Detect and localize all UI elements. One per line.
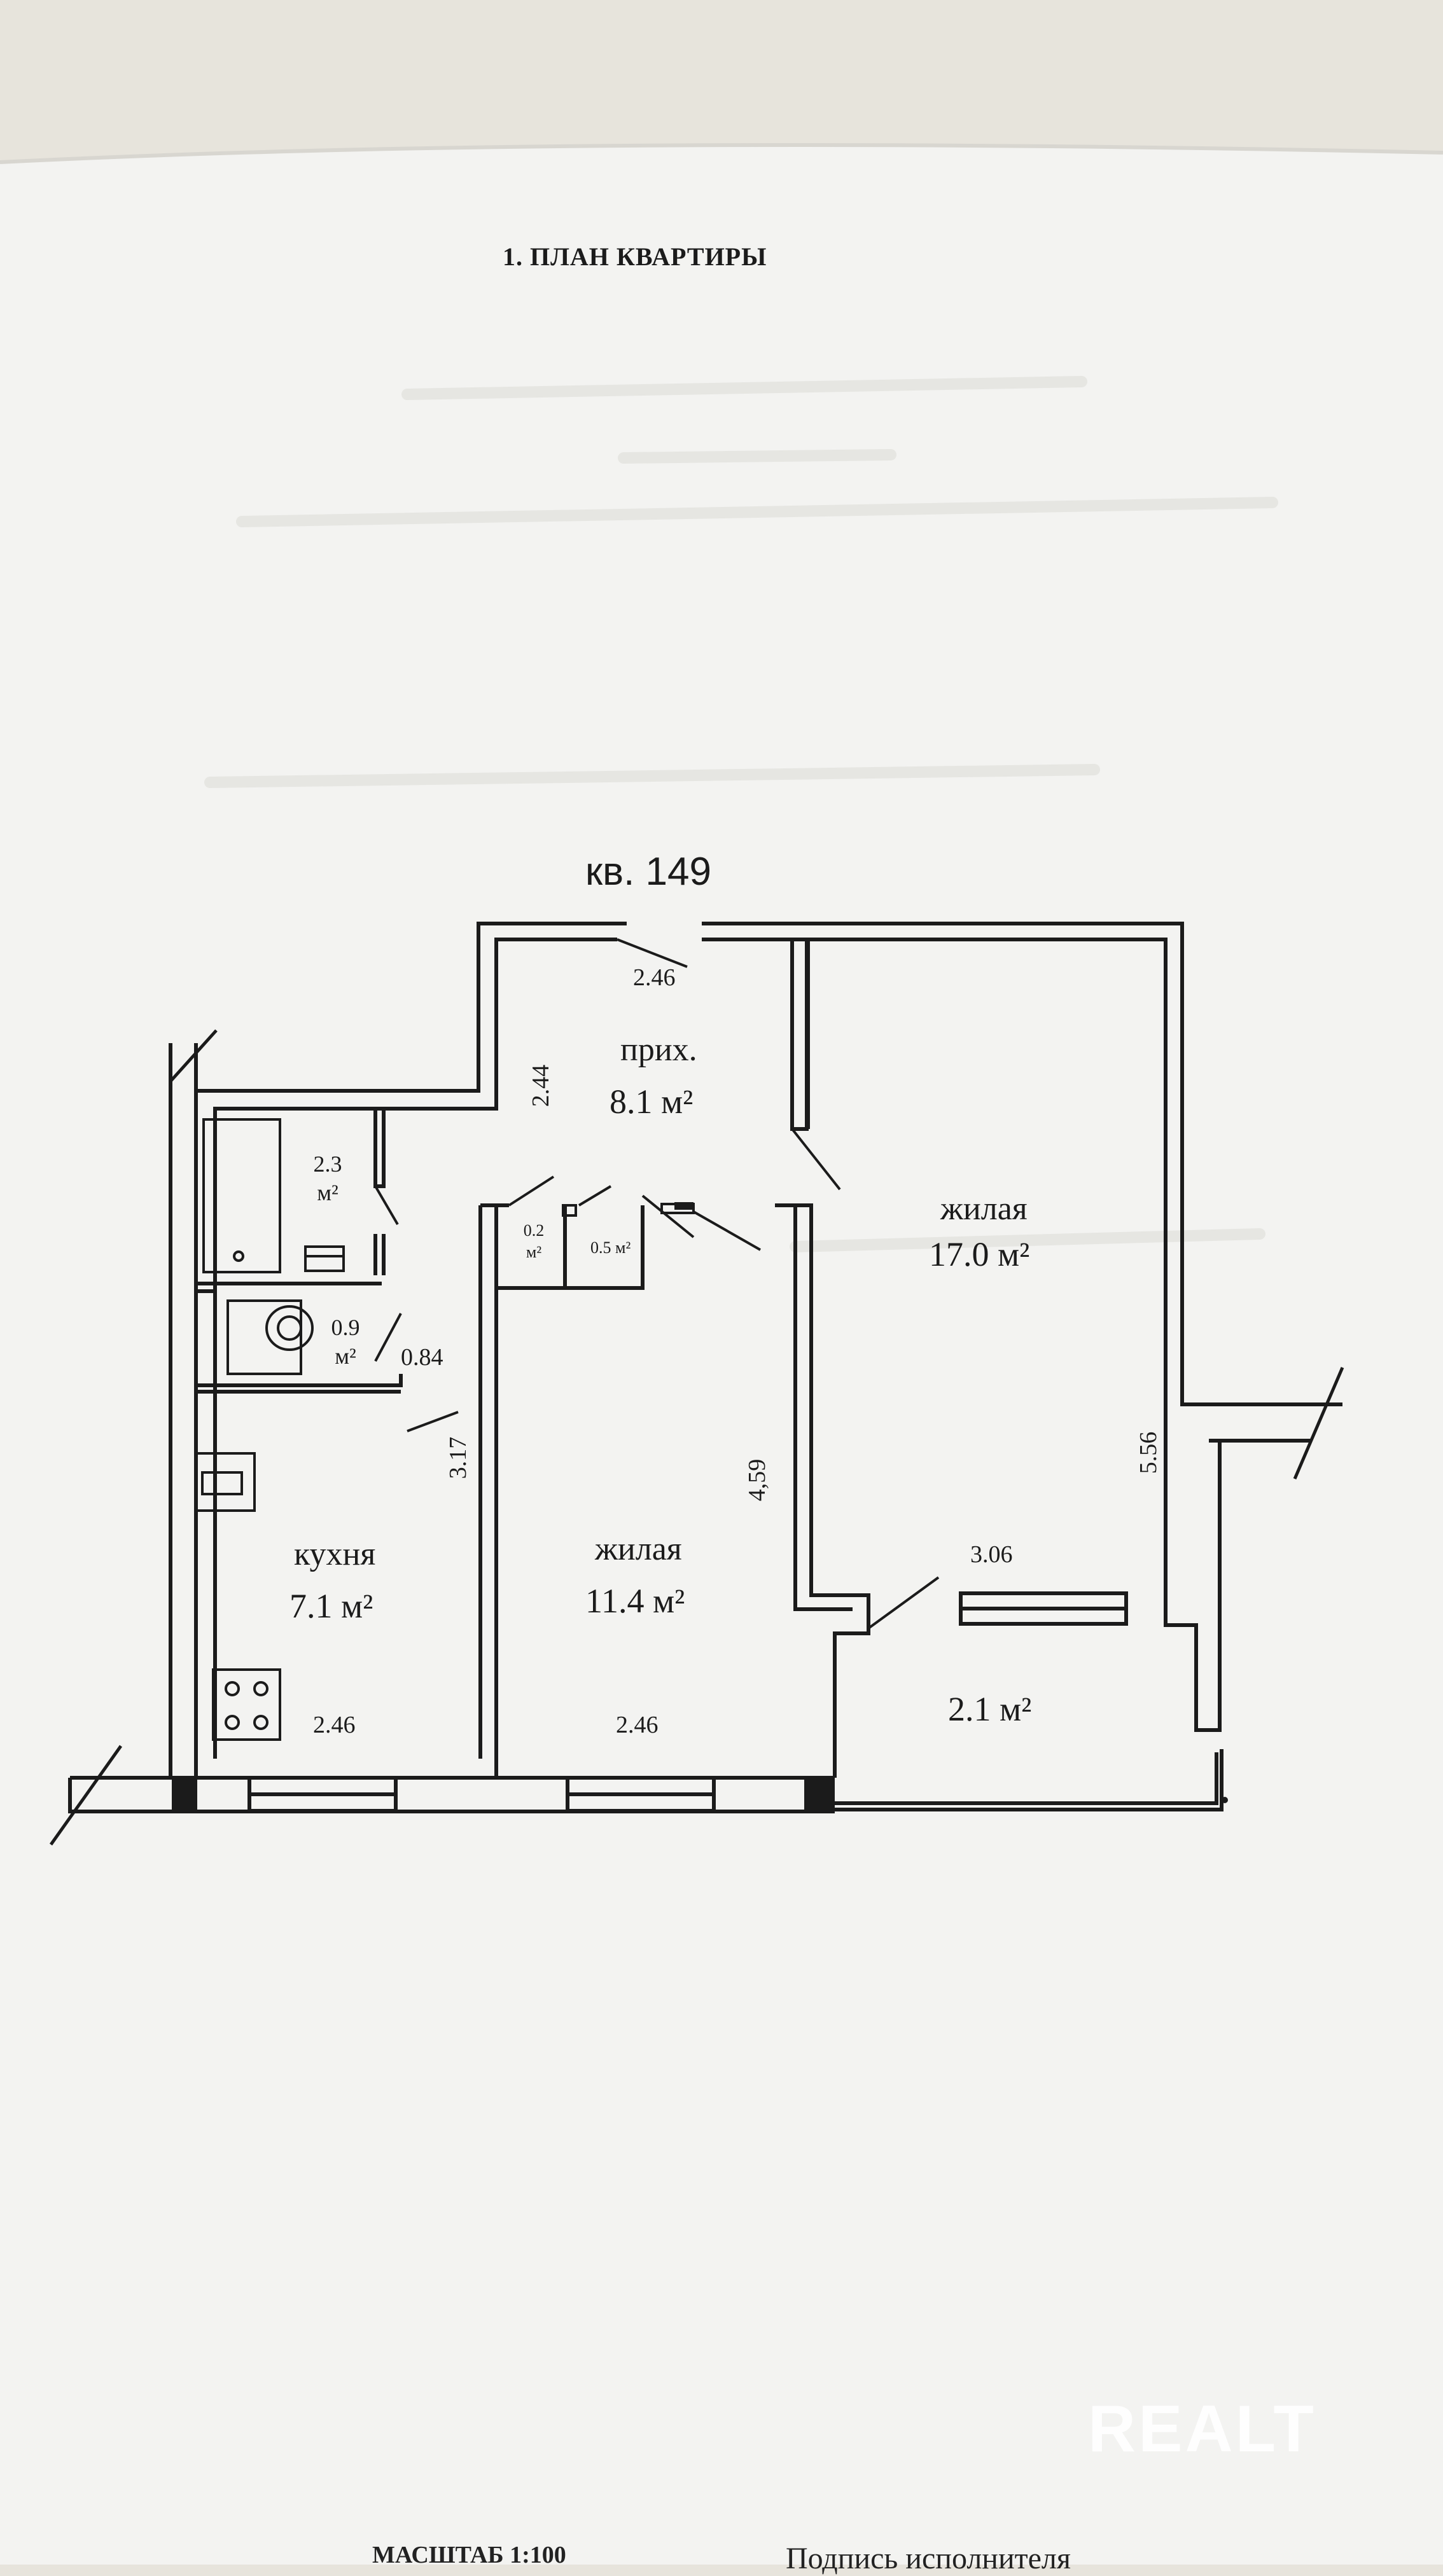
sink-fixture (304, 1245, 345, 1272)
kitchen-name: кухня (294, 1536, 376, 1572)
hallway-dim-side: 2.44 (527, 1064, 554, 1107)
paper-sheet (0, 145, 1443, 2565)
toilet-area-value: 0.9 (331, 1315, 360, 1340)
living-small-area: 11.4 м² (585, 1582, 685, 1620)
bleed-through-marks (204, 376, 1278, 1252)
hallway-name: прих. (620, 1032, 697, 1068)
wall-fill (172, 1202, 835, 1810)
living-small-dim-side: 4,59 (744, 1458, 770, 1502)
door-swings (374, 938, 940, 1630)
document-title: 1. ПЛАН КВАРТИРЫ (503, 242, 767, 271)
living-large-name: жилая (940, 1191, 1028, 1227)
walls (68, 922, 1342, 1813)
toilet-area: 0.9 м² (317, 1313, 374, 1371)
living-large-area: 17.0 м² (929, 1235, 1030, 1273)
closet-small-area-value: 0.2 (523, 1221, 545, 1240)
paper-edge-shadow (0, 143, 1443, 164)
kitchen-area: 7.1 м² (289, 1587, 373, 1625)
closet-small-area: 0.2 м² (509, 1220, 559, 1263)
closet-small-area-unit: м² (526, 1242, 542, 1261)
apartment-number: кв. 149 (585, 850, 711, 894)
closet-medium-area: 0.5 м² (590, 1238, 631, 1257)
living-small-dim-bottom: 2.46 (616, 1712, 659, 1738)
bathroom-area-value: 2.3 (313, 1151, 342, 1177)
toilet-dim: 0.84 (401, 1344, 443, 1371)
living-large-dim-bottom: 3.06 (970, 1541, 1013, 1568)
hallway-dim-top: 2.46 (633, 964, 676, 991)
balcony-area: 2.1 м² (948, 1690, 1032, 1728)
bathtub-fixture (202, 1118, 281, 1273)
scale-label: МАСШТАБ 1:100 (372, 2542, 566, 2568)
stove-fixture (212, 1668, 281, 1741)
signature-label: Подпись исполнителя (786, 2542, 1071, 2575)
toilet-area-unit: м² (335, 1343, 356, 1369)
closet-shelves (562, 1203, 695, 1217)
kitchen-dim-bottom: 2.46 (313, 1712, 356, 1738)
hallway-area: 8.1 м² (610, 1083, 694, 1121)
cut-lines (49, 1029, 1344, 1846)
kitchen-dim-side: 3.17 (445, 1436, 471, 1479)
living-small-name: жилая (595, 1531, 682, 1567)
living-large-dim-side: 5.56 (1135, 1431, 1162, 1474)
bathroom-area: 2.3 м² (299, 1150, 356, 1207)
kitchen-sink-fixture (196, 1452, 256, 1512)
toilet-fixture (227, 1299, 314, 1375)
realt-watermark: REALT (1088, 2392, 1316, 2466)
balcony-corner-dot (1222, 1797, 1228, 1803)
bathroom-area-unit: м² (317, 1180, 338, 1205)
